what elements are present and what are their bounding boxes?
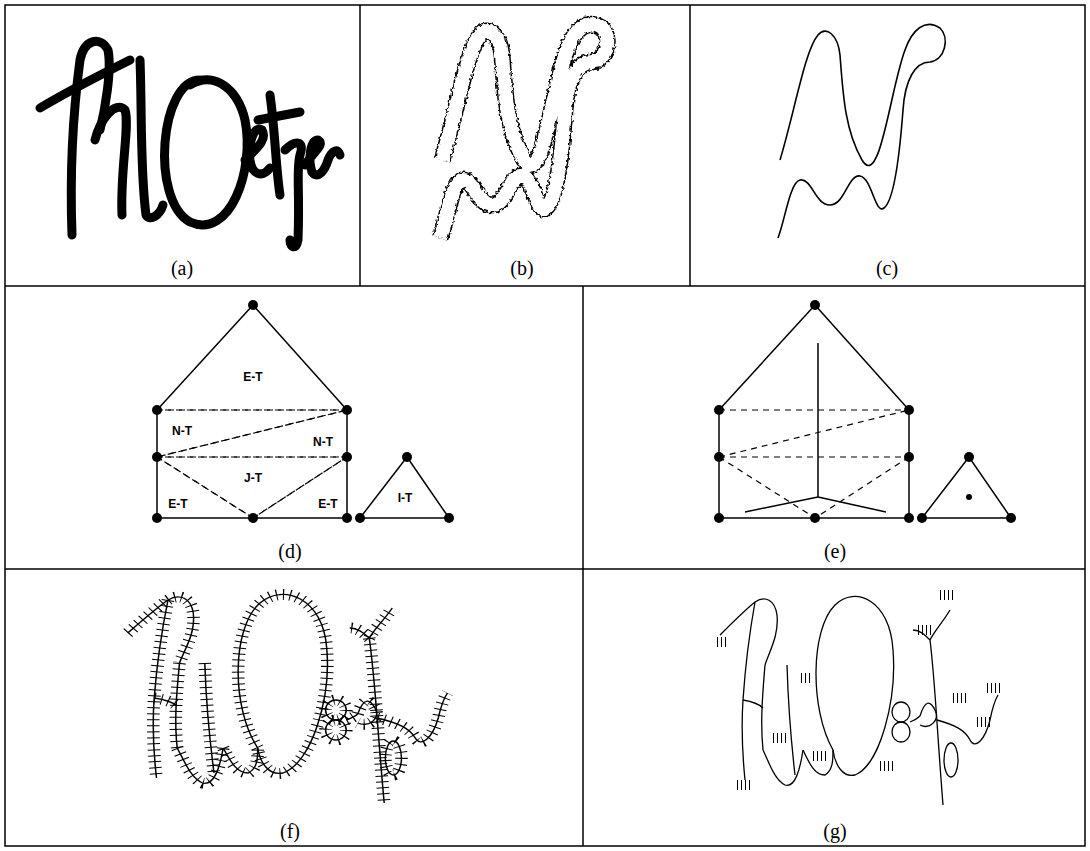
solid-edge xyxy=(156,410,158,457)
dashed-edge xyxy=(157,456,347,457)
triangle-type-label: E-T xyxy=(168,498,187,511)
triangulation xyxy=(719,305,1011,518)
vertex-dots xyxy=(714,300,1016,523)
solid-edge xyxy=(156,457,158,518)
triangle-type-label: N-T xyxy=(313,436,333,449)
solid-edge xyxy=(157,517,253,519)
dashed-edge xyxy=(157,457,253,518)
solid-edge xyxy=(253,517,347,519)
triangle-region: E-T xyxy=(154,302,350,413)
contour-image xyxy=(440,24,607,238)
triangle-type-label: J-T xyxy=(244,472,262,485)
solid-edge xyxy=(346,457,348,518)
triangle-region: N-T xyxy=(154,407,350,460)
triangle-type-label: I-T xyxy=(398,492,413,505)
solid-edge xyxy=(407,457,449,518)
triangle-region: N-T xyxy=(154,407,350,460)
triangle-region: E-T xyxy=(250,454,350,521)
smooth-curve xyxy=(778,24,945,238)
triangle-type-label: E-T xyxy=(318,498,337,511)
dashed-edge xyxy=(157,457,253,518)
dashed-edge xyxy=(157,456,347,457)
panel-letter: (f) xyxy=(280,820,300,842)
triangle-region: I-T xyxy=(357,454,452,521)
dashed-edge xyxy=(157,409,347,410)
solid-edge xyxy=(360,517,449,519)
panel-letter: (e) xyxy=(824,540,846,562)
triangle-outline xyxy=(154,302,350,413)
vertex-dots xyxy=(152,300,454,523)
triangle-type-label: E-T xyxy=(243,371,262,384)
panel-letter: (c) xyxy=(876,257,898,279)
dashed-edge xyxy=(157,410,347,457)
pruned-skeleton xyxy=(717,595,1001,805)
signature-image xyxy=(40,41,340,246)
dashed-edge xyxy=(253,457,347,518)
triangle-type-label: N-T xyxy=(172,425,192,438)
dashed-edge xyxy=(253,457,347,518)
dashed-edge xyxy=(157,410,347,457)
panel-letter: (d) xyxy=(278,540,301,562)
solid-edge xyxy=(157,305,253,410)
panel-letter: (b) xyxy=(510,257,533,279)
triangle-outline xyxy=(357,454,452,521)
solid-edge xyxy=(253,305,347,410)
solid-edge xyxy=(346,410,348,457)
panel-letter: (a) xyxy=(171,257,193,279)
solid-edge xyxy=(360,457,407,518)
dashed-edge xyxy=(157,409,347,410)
triangle-region: E-T xyxy=(154,454,256,521)
raw-skeleton xyxy=(128,594,448,803)
triangle-outline xyxy=(154,407,350,460)
panel-frame xyxy=(5,5,1085,846)
panel-letter: (g) xyxy=(823,820,846,842)
